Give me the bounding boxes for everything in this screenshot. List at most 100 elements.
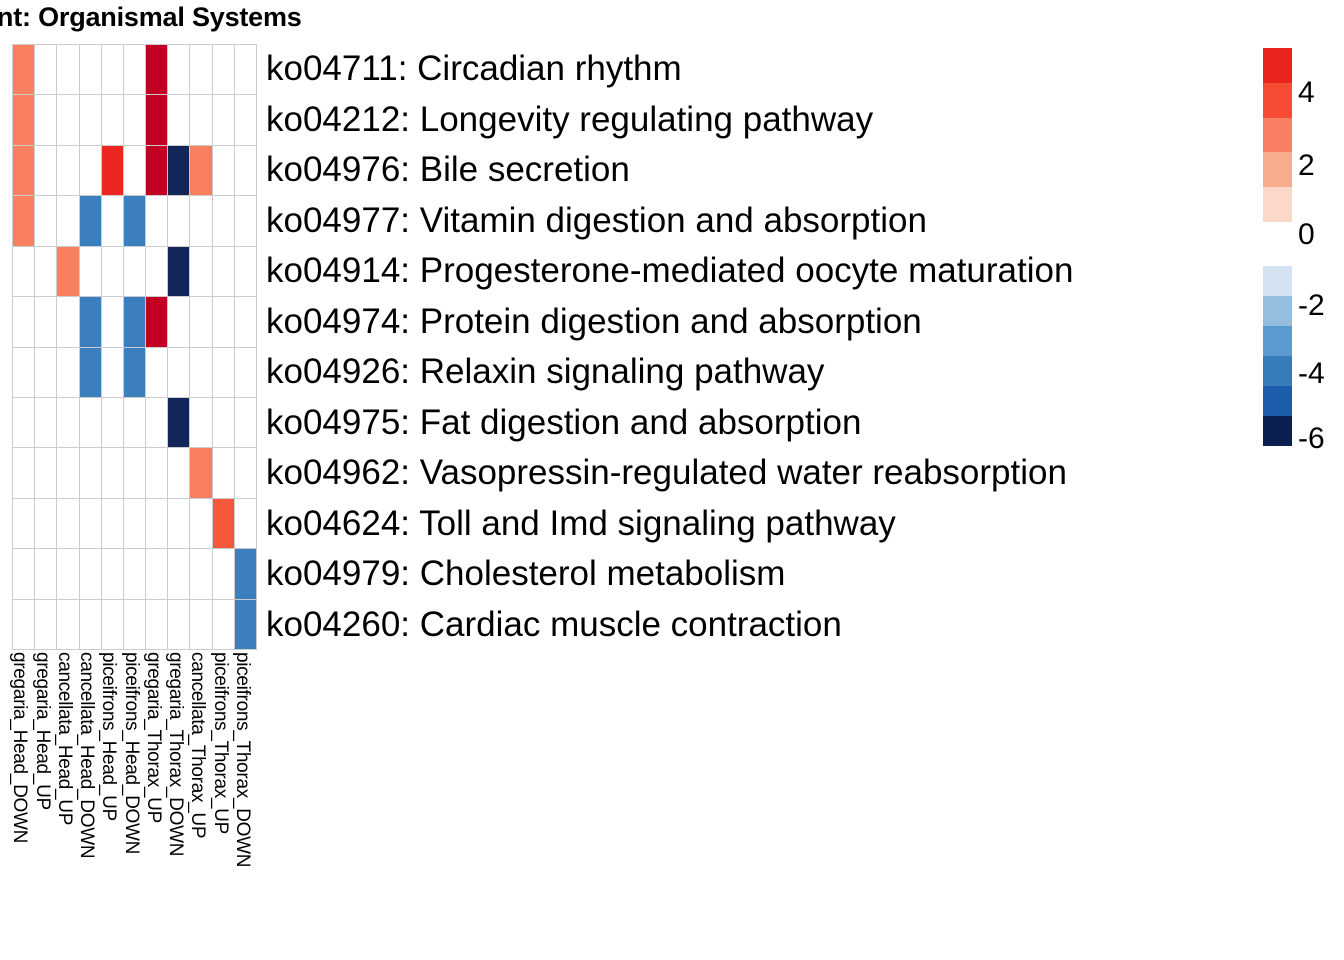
chart-title: hment: Organismal Systems <box>0 2 302 32</box>
heatmap-cell <box>168 297 190 347</box>
heatmap-cell <box>234 196 256 246</box>
heatmap-cell <box>79 95 101 145</box>
heatmap-cell <box>35 347 57 397</box>
heatmap-cell <box>234 145 256 196</box>
colorbar-tick: 4 <box>1298 76 1315 109</box>
heatmap-cell <box>79 549 101 599</box>
heatmap-cell <box>234 498 256 549</box>
heatmap-cell <box>35 145 57 196</box>
heatmap-cell <box>190 145 212 196</box>
heatmap-cell <box>190 297 212 347</box>
heatmap-cell <box>168 448 190 498</box>
heatmap-cell <box>146 549 168 599</box>
heatmap-cell <box>168 95 190 145</box>
heatmap-cell <box>212 246 234 297</box>
colorbar-block <box>1263 326 1292 356</box>
heatmap-cell <box>57 397 79 448</box>
column-label: gregaria_Thorax_UP <box>142 652 164 823</box>
heatmap-cell <box>13 498 35 549</box>
heatmap-cell <box>190 397 212 448</box>
heatmap-cell <box>190 95 212 145</box>
colorbar-block <box>1263 386 1292 416</box>
heatmap-cell <box>35 297 57 347</box>
heatmap-cell <box>190 549 212 599</box>
colorbar-block <box>1263 356 1292 386</box>
heatmap-cell <box>123 196 146 246</box>
heatmap-cell <box>234 347 256 397</box>
heatmap-cell <box>146 297 168 347</box>
heatmap-cell <box>35 397 57 448</box>
row-label: ko04926: Relaxin signaling pathway <box>266 352 825 391</box>
column-label: piceifrons_Head_DOWN <box>120 652 142 855</box>
row-label: ko04260: Cardiac muscle contraction <box>266 604 842 644</box>
heatmap-cell <box>35 246 57 297</box>
heatmap-cell <box>79 448 101 498</box>
column-label: gregaria_Head_UP <box>31 652 53 810</box>
heatmap-cell <box>13 45 35 95</box>
heatmap-cell <box>101 397 123 448</box>
colorbar-block <box>1263 117 1292 153</box>
heatmap-cell <box>212 347 234 397</box>
heatmap-cell <box>212 498 234 549</box>
colorbar-block <box>1263 48 1292 83</box>
colorbar-block <box>1263 187 1292 222</box>
heatmap-cell <box>146 397 168 448</box>
colorbar-tick: -4 <box>1298 357 1325 390</box>
heatmap-cell <box>123 95 146 145</box>
heatmap-cell <box>212 599 234 649</box>
column-label: gregaria_Thorax_DOWN <box>165 652 187 857</box>
heatmap-cell <box>190 599 212 649</box>
column-label: cancellata_Head_DOWN <box>76 652 98 859</box>
heatmap-cell <box>146 45 168 95</box>
heatmap-cell <box>146 448 168 498</box>
heatmap-cell <box>168 246 190 297</box>
heatmap-cell <box>168 549 190 599</box>
heatmap-cell <box>212 448 234 498</box>
heatmap-cell <box>35 498 57 549</box>
heatmap-cell <box>57 347 79 397</box>
heatmap-cell <box>234 448 256 498</box>
heatmap-cell <box>190 196 212 246</box>
heatmap-cell <box>57 549 79 599</box>
heatmap-cell <box>212 145 234 196</box>
heatmap-cell <box>101 246 123 297</box>
heatmap-cell <box>123 145 146 196</box>
heatmap-cell <box>146 498 168 549</box>
heatmap-cell <box>234 246 256 297</box>
heatmap-cell <box>190 45 212 95</box>
row-label: ko04624: Toll and Imd signaling pathway <box>266 503 896 543</box>
heatmap-cell <box>123 448 146 498</box>
heatmap-cell <box>79 498 101 549</box>
row-label: ko04977: Vitamin digestion and absorptio… <box>266 200 927 240</box>
heatmap-cell <box>13 549 35 599</box>
row-label: ko04979: Cholesterol metabolism <box>266 554 786 593</box>
heatmap-cell <box>101 448 123 498</box>
heatmap-cell <box>234 45 256 95</box>
heatmap-cell <box>101 45 123 95</box>
heatmap-cell <box>35 549 57 599</box>
heatmap-cell <box>101 145 123 196</box>
heatmap-cell <box>123 498 146 549</box>
heatmap-cell <box>212 397 234 448</box>
heatmap-cell <box>101 347 123 397</box>
heatmap-cell <box>13 246 35 297</box>
heatmap-cell <box>13 397 35 448</box>
column-label: cancellata_Head_UP <box>53 652 75 826</box>
heatmap-cell <box>146 95 168 145</box>
colorbar-block <box>1263 296 1292 326</box>
heatmap-cell <box>79 246 101 297</box>
heatmap-cell <box>101 297 123 347</box>
heatmap-cell <box>13 145 35 196</box>
heatmap-cell <box>57 196 79 246</box>
heatmap-cell <box>123 45 146 95</box>
heatmap-cell <box>57 599 79 649</box>
heatmap-cell <box>146 599 168 649</box>
heatmap-cell <box>234 297 256 347</box>
colorbar-block <box>1263 152 1292 188</box>
heatmap-cell <box>13 95 35 145</box>
heatmap-cell <box>190 498 212 549</box>
heatmap-cell <box>168 599 190 649</box>
heatmap-cell <box>212 95 234 145</box>
